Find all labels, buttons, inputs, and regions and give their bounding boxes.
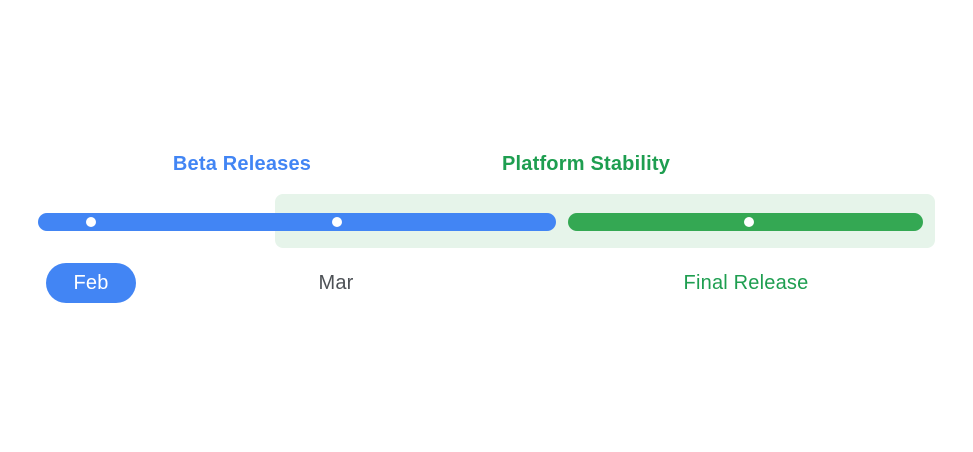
milestone-label-feb: Feb [46,263,136,303]
milestone-label-final-release: Final Release [683,272,809,294]
milestone-dot-mar [332,217,342,227]
milestone-dot-feb [86,217,96,227]
beta-releases-bar [38,213,556,231]
platform-stability-bar [568,213,923,231]
milestone-dot-final-release [744,217,754,227]
phase-header-beta-releases: Beta Releases [172,153,312,175]
phase-header-platform-stability: Platform Stability [501,153,671,175]
milestone-label-mar: Mar [318,272,354,294]
